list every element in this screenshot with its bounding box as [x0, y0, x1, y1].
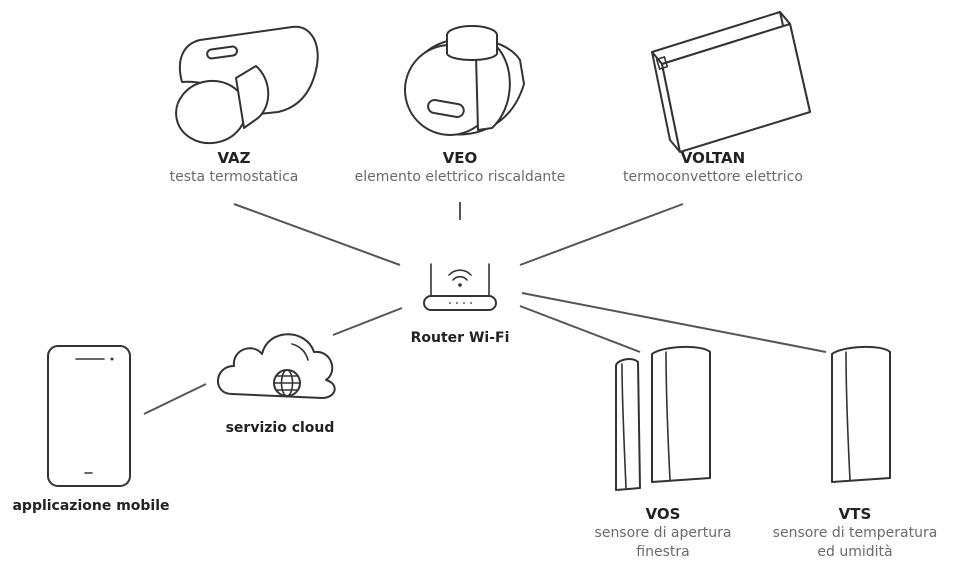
vts-label: VTS sensore di temperatura ed umidità [760, 505, 950, 562]
vos-label: VOS sensore di apertura finestra [580, 505, 746, 562]
connector-voltan-router [519, 203, 684, 266]
router-icon [423, 263, 497, 311]
voltan-name: VOLTAN [680, 149, 746, 167]
vaz-description: testa termostatica [169, 169, 299, 185]
vos-description-line1: sensore di apertura [594, 525, 732, 541]
connector-router-vos [519, 305, 641, 353]
vaz-label: VAZ testa termostatica [167, 149, 301, 187]
veo-description: elemento elettrico riscaldante [354, 169, 566, 185]
vaz-name: VAZ [217, 149, 251, 167]
wifi-signal-icon [448, 269, 472, 287]
veo-name: VEO [442, 149, 478, 167]
vaz-thermostatic-head-icon [175, 25, 319, 145]
phone-label-wrap: applicazione mobile [0, 497, 182, 515]
voltan-label: VOLTAN termoconvettore elettrico [610, 149, 816, 187]
vos-description-line2: finestra [636, 544, 690, 560]
connector-phone-cloud [143, 383, 207, 415]
voltan-convector-icon [651, 11, 811, 153]
connector-router-vts [521, 292, 827, 353]
cloud-label: servizio cloud [225, 420, 335, 436]
veo-label: VEO elemento elettrico riscaldante [340, 149, 580, 187]
smartphone-icon [47, 345, 131, 487]
vts-description-line2: ed umidità [817, 544, 893, 560]
vts-description-line1: sensore di temperatura [772, 525, 938, 541]
vts-temperature-humidity-sensor-icon [831, 345, 891, 483]
connector-vaz-router [233, 203, 401, 266]
router-label: Router Wi-Fi [410, 330, 510, 346]
veo-heating-element-icon [404, 25, 525, 136]
cloud-label-wrap: servizio cloud [205, 419, 355, 437]
vos-name: VOS [645, 505, 681, 523]
mobile-app-label: applicazione mobile [12, 498, 170, 514]
globe-icon [273, 369, 301, 397]
connector-cloud-router [332, 307, 403, 336]
vos-window-sensor-icon [615, 345, 711, 491]
vts-name: VTS [838, 505, 872, 523]
cloud-service-icon [217, 333, 336, 399]
voltan-description: termoconvettore elettrico [623, 169, 803, 185]
router-label-wrap: Router Wi-Fi [395, 329, 525, 347]
connectors [143, 202, 827, 415]
